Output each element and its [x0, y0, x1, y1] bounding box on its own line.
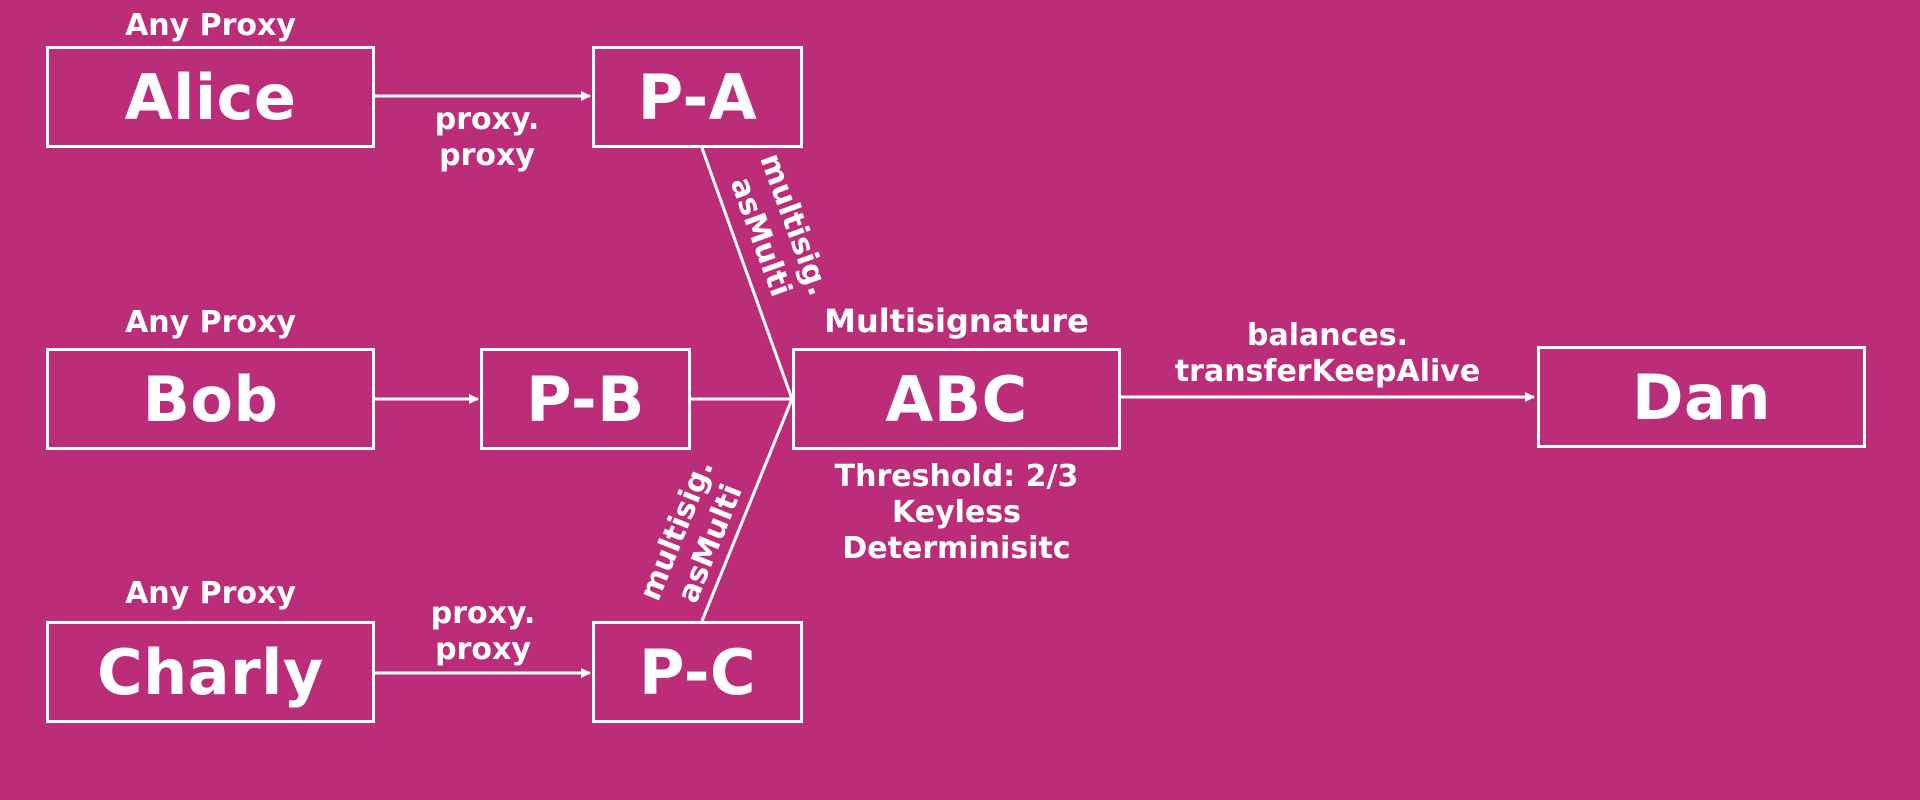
charly-caption: Any Proxy	[125, 576, 296, 611]
node-charly: Charly	[46, 621, 375, 723]
abc-caption: Multisignature	[824, 302, 1089, 340]
line-pc-to-abc	[700, 398, 794, 622]
node-dan: Dan	[1537, 346, 1866, 448]
edge-label-alice-pa-line1: proxy.	[434, 102, 540, 137]
edge-label-alice-pa-line2: proxy	[439, 138, 535, 173]
edge-label-abc-dan-line1: balances.	[1247, 318, 1408, 353]
node-alice-label: Alice	[124, 60, 297, 134]
edge-label-abc-dan-line2: transferKeepAlive	[1174, 354, 1481, 389]
node-alice: Alice	[46, 46, 375, 148]
node-bob: Bob	[46, 348, 375, 450]
node-abc-label: ABC	[885, 362, 1028, 436]
alice-caption: Any Proxy	[125, 8, 296, 43]
node-pb-label: P-B	[526, 362, 645, 436]
node-pa: P-A	[592, 46, 803, 148]
node-bob-label: Bob	[142, 362, 279, 436]
abc-keyless: Keyless	[892, 495, 1021, 530]
node-dan-label: Dan	[1632, 360, 1771, 434]
node-pb: P-B	[480, 348, 691, 450]
edge-label-charly-pc-line2: proxy	[435, 632, 531, 667]
edge-label-abc-dan: balances. transferKeepAlive	[1135, 318, 1520, 390]
node-pa-label: P-A	[637, 60, 758, 134]
abc-details: Threshold: 2/3 Keyless Determinisitc	[792, 459, 1121, 567]
edge-label-alice-pa: proxy. proxy	[407, 102, 567, 174]
node-pc-label: P-C	[638, 635, 757, 709]
line-pa-to-abc	[700, 147, 794, 400]
bob-caption: Any Proxy	[125, 305, 296, 340]
node-charly-label: Charly	[97, 635, 324, 709]
node-abc: ABC	[792, 348, 1121, 450]
edge-label-charly-pc-line1: proxy.	[430, 596, 536, 631]
node-pc: P-C	[592, 621, 803, 723]
abc-deterministic: Determinisitc	[842, 531, 1071, 566]
abc-threshold: Threshold: 2/3	[834, 459, 1079, 494]
edge-label-charly-pc: proxy. proxy	[403, 596, 563, 668]
